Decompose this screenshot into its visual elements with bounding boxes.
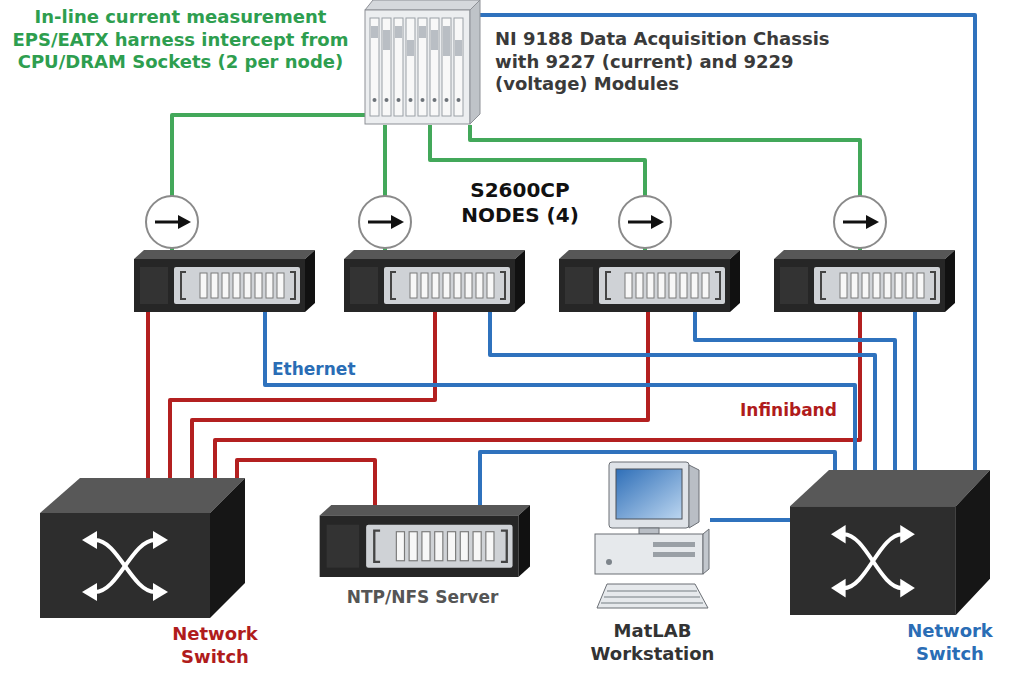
cable-connector xyxy=(695,312,895,470)
server-node xyxy=(774,250,955,312)
ntp-nfs-server xyxy=(320,505,530,577)
group-label: S2600CP NODES (4) xyxy=(450,178,590,228)
ethernet-switch: Network Switch xyxy=(790,470,990,615)
annotation-note: In-line current measurement EPS/EATX har… xyxy=(8,6,353,74)
cable-connector xyxy=(237,460,375,505)
cable-connector xyxy=(490,312,875,470)
chassis-caption: NI 9188 Data Acquisition Chassis with 92… xyxy=(495,28,830,96)
network-label: Ethernet xyxy=(272,359,382,380)
server-node xyxy=(340,250,525,312)
server-label: NTP/NFS Server xyxy=(315,587,530,608)
network-label: Infiniband xyxy=(740,400,860,421)
network-switch xyxy=(790,470,990,615)
cable-connector xyxy=(170,312,435,478)
workstation-icon xyxy=(595,462,709,608)
server-node xyxy=(559,250,740,312)
ntp-nfs-server: NTP/NFS Server xyxy=(315,505,530,577)
cable-connector xyxy=(430,125,645,250)
matlab-workstation: MatLAB Workstation xyxy=(595,462,710,612)
cable-connector xyxy=(913,312,917,470)
current-meter xyxy=(619,196,671,248)
current-meter xyxy=(834,196,886,248)
daq-chassis xyxy=(365,0,480,124)
workstation-label: MatLAB Workstation xyxy=(580,620,725,665)
cable-connector xyxy=(172,115,365,250)
server-node xyxy=(770,250,955,312)
cable-connector xyxy=(710,518,790,522)
cable-connector xyxy=(146,312,150,478)
cable-connector xyxy=(480,15,975,470)
switch-label: Network Switch xyxy=(895,620,1005,665)
current-meter xyxy=(146,196,198,248)
infiniband-switch: Network Switch xyxy=(40,478,245,618)
cable-connector xyxy=(265,312,855,470)
server-node xyxy=(134,250,315,312)
switch-label: Network Switch xyxy=(160,623,270,668)
server-node xyxy=(555,250,740,312)
server-node xyxy=(130,250,315,312)
server-node xyxy=(344,250,525,312)
network-switch xyxy=(40,478,245,618)
current-meter xyxy=(359,196,411,248)
daq-chassis-node: NI 9188 Data Acquisition Chassis with 92… xyxy=(365,0,480,125)
